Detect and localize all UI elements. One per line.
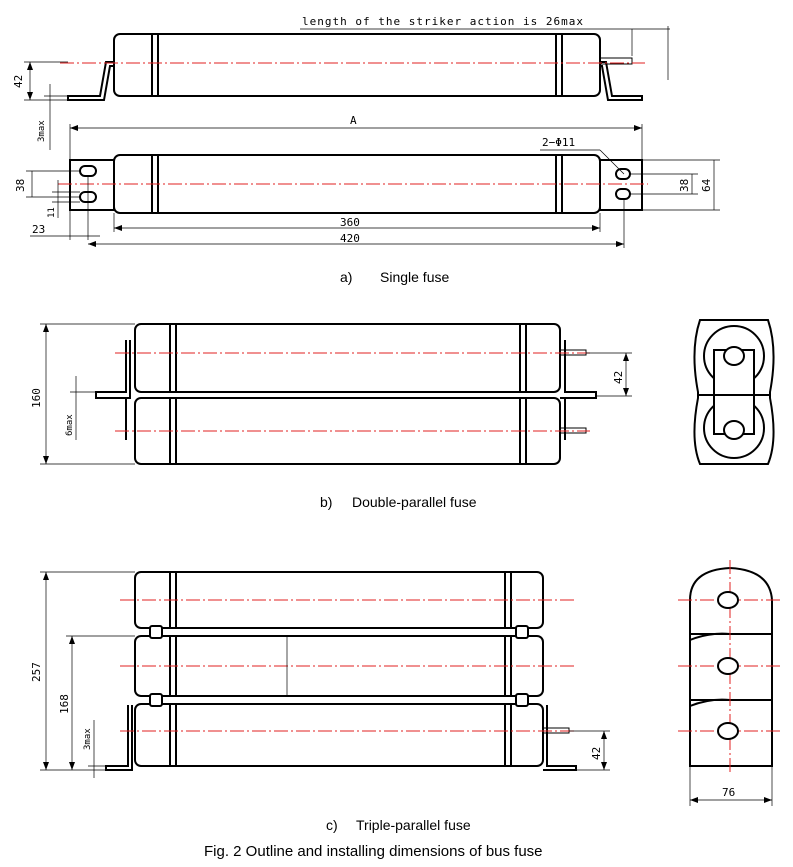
dim-38-left: 38: [14, 179, 27, 192]
caption-c-text: Triple-parallel fuse: [356, 817, 471, 833]
single-fuse-top-view: A 2−Φ11 38 11 23: [14, 114, 720, 248]
triple-fuse-end-view: 76: [678, 560, 782, 806]
caption-b-letter: b): [320, 494, 332, 510]
dim-3max-triple: 3max: [83, 728, 93, 750]
double-fuse-end-view: [693, 319, 775, 465]
dim-A: A: [350, 114, 357, 127]
striker-note: length of the striker action is 26max: [302, 15, 584, 28]
dim-76: 76: [722, 786, 735, 799]
dim-6max: 6max: [65, 414, 75, 436]
caption-a-letter: a): [340, 269, 352, 285]
dim-38-right: 38: [678, 179, 691, 192]
triple-fuse-side-view: 257 168 3max 42: [30, 571, 610, 778]
dim-168: 168: [58, 694, 71, 714]
dim-42-double: 42: [612, 371, 625, 384]
caption-b-text: Double-parallel fuse: [352, 494, 477, 510]
double-fuse-side-view: 160 6max 42: [30, 323, 632, 465]
dim-42-single: 42: [12, 75, 25, 88]
single-fuse-side-view: length of the striker action is 26max 42…: [12, 15, 670, 150]
caption-a-text: Single fuse: [380, 269, 449, 285]
dim-257: 257: [30, 662, 43, 682]
dim-holes: 2−Φ11: [542, 136, 575, 149]
dim-11: 11: [47, 207, 57, 218]
caption-c-letter: c): [326, 817, 338, 833]
dim-42-triple: 42: [590, 747, 603, 760]
dim-420: 420: [340, 232, 360, 245]
dim-3max-single: 3max: [37, 120, 47, 142]
dim-160: 160: [30, 388, 43, 408]
figure-caption: Fig. 2 Outline and installing dimensions…: [204, 843, 543, 860]
dim-64: 64: [700, 178, 713, 192]
dim-23: 23: [32, 223, 45, 236]
dim-360: 360: [340, 216, 360, 229]
